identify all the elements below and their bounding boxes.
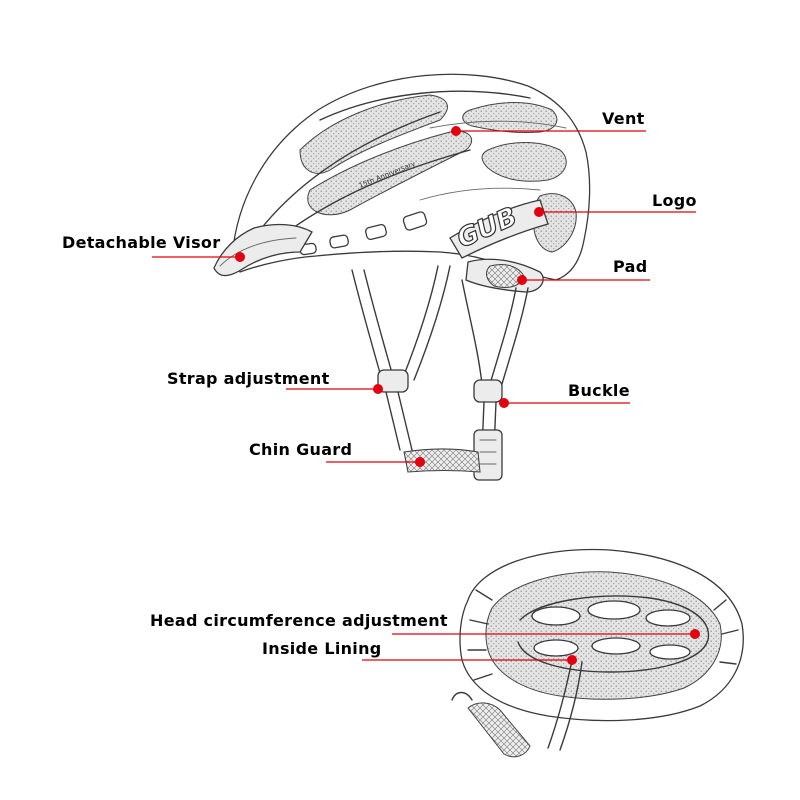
label-strap-adjustment: Strap adjustment bbox=[167, 369, 330, 388]
inside-vent-hole bbox=[645, 609, 691, 627]
chin-guard-pad bbox=[403, 448, 481, 473]
vent-slot bbox=[329, 234, 349, 249]
buckle-detail bbox=[479, 439, 497, 465]
marker-dot-buckle bbox=[499, 398, 509, 408]
vent-rib bbox=[419, 187, 541, 201]
label-inside-lining: Inside Lining bbox=[262, 639, 382, 658]
helmet-mesh-panel bbox=[299, 94, 448, 174]
front-strap bbox=[351, 269, 383, 381]
vent-rib bbox=[319, 90, 531, 121]
inside-vent-hole bbox=[533, 639, 579, 657]
inside-chin-pad bbox=[467, 702, 531, 758]
vent-rib bbox=[429, 120, 567, 129]
marker-dot-strap bbox=[373, 384, 383, 394]
vent-slot bbox=[402, 211, 428, 231]
retention-ring bbox=[517, 595, 710, 673]
helmet-visor bbox=[213, 223, 313, 277]
labels: Vent Logo Detachable Visor Pad Strap adj… bbox=[62, 109, 697, 658]
vent-slot bbox=[365, 223, 387, 241]
inside-strap bbox=[547, 659, 573, 749]
label-detachable-visor: Detachable Visor bbox=[62, 233, 220, 252]
helmet-mesh-panel bbox=[481, 142, 567, 182]
label-vent: Vent bbox=[602, 109, 645, 128]
rear-strap bbox=[401, 265, 439, 381]
inside-vent-hole bbox=[591, 637, 641, 655]
marker-dot-logo bbox=[534, 207, 544, 217]
rear-strap bbox=[413, 265, 451, 381]
inside-strap bbox=[559, 661, 583, 751]
rim-vent bbox=[713, 599, 739, 665]
strap-divider bbox=[377, 369, 409, 393]
vent-rib bbox=[259, 111, 441, 231]
helmet-inside-lining bbox=[485, 571, 722, 700]
back-strap bbox=[501, 287, 529, 385]
back-strap bbox=[489, 287, 517, 385]
label-chin-guard: Chin Guard bbox=[249, 440, 352, 459]
inside-vent-hole bbox=[587, 600, 641, 620]
marker-dot-chin bbox=[415, 457, 425, 467]
label-head-circumference-adjustment: Head circumference adjustment bbox=[150, 611, 448, 630]
back-strap bbox=[461, 279, 483, 385]
marker-dot-vent bbox=[451, 126, 461, 136]
inside-vent-hole bbox=[649, 644, 691, 660]
left-lower-strap bbox=[397, 391, 413, 451]
rim-vent bbox=[467, 589, 493, 681]
visor-edge bbox=[219, 237, 297, 267]
marker-dot-head-adjust bbox=[690, 629, 700, 639]
front-strap bbox=[363, 269, 395, 381]
marker-dot-lining bbox=[567, 655, 577, 665]
helmet-rear-pad bbox=[486, 263, 525, 289]
strap-slider bbox=[473, 379, 503, 403]
callouts bbox=[152, 126, 700, 665]
label-buckle: Buckle bbox=[568, 381, 630, 400]
helmet-mesh-panel bbox=[307, 130, 472, 216]
marker-dot-pad bbox=[517, 275, 527, 285]
label-logo: Logo bbox=[652, 191, 697, 210]
helmet-inside-view bbox=[451, 548, 744, 758]
helmet-strap-system bbox=[351, 265, 529, 481]
helmet-brand-band bbox=[449, 199, 549, 259]
marker-dot-visor bbox=[235, 252, 245, 262]
inside-strap-loop bbox=[451, 691, 473, 701]
label-pad: Pad bbox=[613, 257, 647, 276]
inside-vent-hole bbox=[531, 606, 581, 626]
left-lower-strap bbox=[385, 391, 401, 451]
helmet-side-view: GUB 15th Anniversary bbox=[213, 73, 591, 293]
